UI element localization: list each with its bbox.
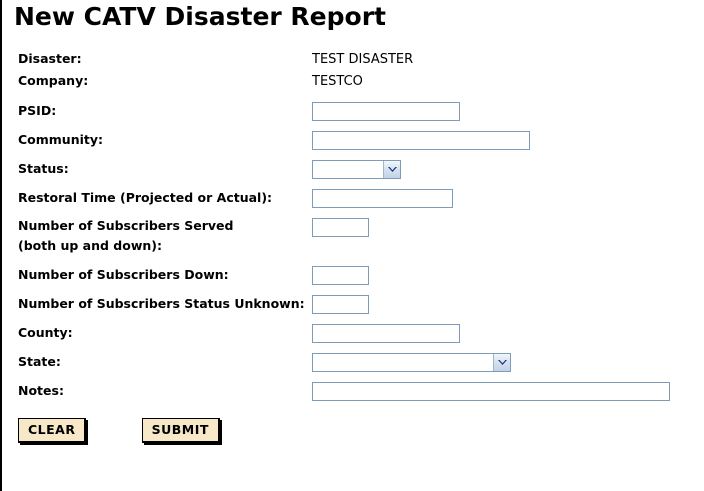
label-company: Company: [18, 73, 89, 88]
form-row-subscribers-down: Number of Subscribers Down: [18, 264, 678, 285]
label-subscribers-served-line1: Number of Subscribers Served [18, 218, 234, 233]
label-subscribers-served: Number of Subscribers Served (both up an… [18, 216, 312, 256]
row-spacer [18, 208, 678, 216]
status-select[interactable] [312, 160, 401, 179]
row-spacer [18, 314, 678, 322]
row-spacer [18, 372, 678, 380]
clear-button[interactable]: CLEAR [18, 418, 87, 443]
row-spacer [18, 179, 678, 187]
label-subscribers-down: Number of Subscribers Down: [18, 267, 229, 282]
label-subscribers-served-line2: (both up and down): [18, 238, 163, 253]
form-row-state: State: [18, 351, 678, 372]
value-disaster: TEST DISASTER [312, 52, 414, 67]
row-spacer [18, 285, 678, 293]
form-row-status: Status: [18, 158, 678, 179]
row-spacer [18, 343, 678, 351]
community-input[interactable] [312, 131, 530, 150]
subscribers-served-input[interactable] [312, 218, 369, 237]
disaster-report-form: Disaster: TEST DISASTER Company: TESTCO … [18, 48, 678, 401]
submit-button[interactable]: SUBMIT [141, 418, 220, 443]
form-row-disaster: Disaster: TEST DISASTER [18, 48, 678, 70]
form-row-restoral-time: Restoral Time (Projected or Actual): [18, 187, 678, 208]
form-row-county: County: [18, 322, 678, 343]
label-state: State: [18, 354, 61, 369]
psid-input[interactable] [312, 102, 460, 121]
form-actions: CLEAR SUBMIT [18, 418, 270, 443]
label-disaster: Disaster: [18, 51, 82, 66]
page-title: New CATV Disaster Report [14, 2, 386, 31]
label-psid: PSID: [18, 103, 57, 118]
state-select[interactable] [312, 353, 511, 372]
form-row-notes: Notes: [18, 380, 678, 401]
row-spacer [18, 121, 678, 129]
form-row-subscribers-unknown: Number of Subscribers Status Unknown: [18, 293, 678, 314]
county-input[interactable] [312, 324, 460, 343]
subscribers-unknown-input[interactable] [312, 295, 369, 314]
label-county: County: [18, 325, 73, 340]
label-status: Status: [18, 161, 69, 176]
form-row-psid: PSID: [18, 100, 678, 121]
form-row-community: Community: [18, 129, 678, 150]
form-row-subscribers-served: Number of Subscribers Served (both up an… [18, 216, 678, 256]
row-spacer [18, 92, 678, 100]
label-community: Community: [18, 132, 104, 147]
chevron-down-icon[interactable] [383, 161, 400, 178]
restoral-time-input[interactable] [312, 189, 453, 208]
form-row-company: Company: TESTCO [18, 70, 678, 92]
subscribers-down-input[interactable] [312, 266, 369, 285]
label-restoral-time: Restoral Time (Projected or Actual): [18, 190, 273, 205]
chevron-down-icon[interactable] [493, 354, 510, 371]
value-company: TESTCO [312, 74, 363, 89]
row-spacer [18, 256, 678, 264]
row-spacer [18, 150, 678, 158]
notes-input[interactable] [312, 382, 670, 401]
label-subscribers-unknown: Number of Subscribers Status Unknown: [18, 296, 305, 311]
label-notes: Notes: [18, 383, 64, 398]
